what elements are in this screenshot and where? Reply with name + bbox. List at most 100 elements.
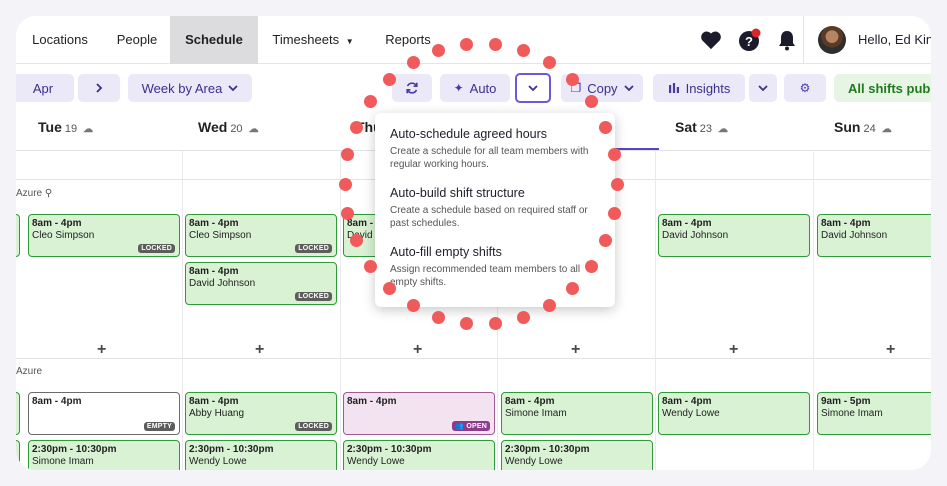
add-shift-button[interactable]: + xyxy=(571,341,581,358)
locked-badge: LOCKED xyxy=(295,292,332,301)
nav-reports[interactable]: Reports xyxy=(385,32,431,47)
shift-person: Wendy Lowe xyxy=(189,456,247,467)
gear-icon: ⚙ xyxy=(799,81,811,95)
shift-time: 8am - 4pm xyxy=(505,396,555,407)
menu-item-description: Assign recommended team members to all e… xyxy=(390,264,581,288)
day-name: Sun xyxy=(834,119,861,135)
highlight-dot xyxy=(350,120,364,134)
auto-options-dropdown-button[interactable] xyxy=(515,73,551,103)
add-shift-button[interactable]: + xyxy=(729,341,739,358)
shift-card[interactable]: 8am - 4pm 👥 OPEN xyxy=(343,392,495,435)
add-shift-button[interactable]: + xyxy=(255,341,265,358)
view-select[interactable]: Week by Area xyxy=(128,74,252,102)
shift-person: Wendy Lowe xyxy=(505,456,563,467)
nav-people[interactable]: People xyxy=(116,32,158,47)
menu-item-auto-build[interactable]: Auto-build shift structure Create a sche… xyxy=(390,186,605,230)
chevron-down-icon xyxy=(528,85,538,92)
publish-status-button[interactable]: All shifts published xyxy=(834,74,931,102)
shift-time: 2:30pm - 10:30pm xyxy=(347,444,432,455)
nav-locations[interactable]: Locations xyxy=(32,32,88,47)
day-number: 19 xyxy=(64,123,78,135)
shift-person: Cleo Simpson xyxy=(32,230,95,241)
empty-badge: EMPTY xyxy=(143,422,175,431)
menu-item-auto-fill[interactable]: Auto-fill empty shifts Assign recommende… xyxy=(390,245,605,289)
app-window: Locations People Schedule Timesheets ▼ R… xyxy=(16,16,931,470)
highlight-dot xyxy=(406,298,420,312)
cloud-icon: ☁ xyxy=(881,124,892,135)
next-week-button[interactable] xyxy=(78,74,120,102)
highlight-dot xyxy=(364,259,378,273)
area-label: Azure xyxy=(16,366,42,377)
date-range-button[interactable]: Apr xyxy=(16,74,74,102)
refresh-button[interactable] xyxy=(392,74,432,102)
auto-button[interactable]: ✦ Auto xyxy=(440,74,510,102)
add-shift-button[interactable]: + xyxy=(97,341,107,358)
shift-time: 8am - 4pm xyxy=(347,396,397,407)
nav-schedule[interactable]: Schedule xyxy=(170,16,258,64)
refresh-icon xyxy=(406,82,418,94)
user-greeting[interactable]: Hello, Ed King xyxy=(858,32,931,47)
shift-person: David Johnson xyxy=(821,230,888,241)
locked-badge: LOCKED xyxy=(138,244,175,253)
insights-button[interactable]: Insights xyxy=(653,74,745,102)
open-badge-label: OPEN xyxy=(466,423,487,430)
help-icon[interactable]: ? xyxy=(736,27,762,53)
highlight-dot xyxy=(607,148,621,162)
settings-button[interactable]: ⚙ xyxy=(784,74,826,102)
menu-item-auto-schedule[interactable]: Auto-schedule agreed hours Create a sche… xyxy=(390,127,605,171)
highlight-dot xyxy=(565,73,579,87)
nav-timesheets[interactable]: Timesheets ▼ xyxy=(260,16,366,64)
menu-item-description: Create a schedule for all team members w… xyxy=(390,146,589,170)
avatar[interactable] xyxy=(818,26,846,54)
bar-chart-icon xyxy=(668,83,679,93)
highlight-dot xyxy=(516,310,530,324)
highlight-dot xyxy=(383,73,397,87)
highlight-dot xyxy=(460,316,474,330)
add-shift-button[interactable]: + xyxy=(413,341,423,358)
open-badge: 👥 OPEN xyxy=(452,421,490,431)
shift-card[interactable] xyxy=(16,440,20,470)
shift-card[interactable] xyxy=(16,214,20,257)
top-nav: Locations People Schedule Timesheets ▼ R… xyxy=(16,16,931,64)
shift-person: Simone Imam xyxy=(821,408,883,419)
copy-label: Copy xyxy=(587,80,618,96)
caret-down-icon: ▼ xyxy=(345,37,354,46)
shift-time: 8am - 4pm xyxy=(347,218,397,229)
heart-icon[interactable] xyxy=(698,27,724,53)
highlight-dot xyxy=(460,38,474,52)
shift-person: Wendy Lowe xyxy=(662,408,720,419)
bell-icon[interactable] xyxy=(774,27,800,53)
highlight-dot xyxy=(565,281,579,295)
shift-person: Wendy Lowe xyxy=(347,456,405,467)
highlight-dot xyxy=(516,44,530,58)
view-label: Week by Area xyxy=(141,80,223,96)
insights-dropdown-button[interactable] xyxy=(749,74,777,102)
add-shift-button[interactable]: + xyxy=(886,341,896,358)
shift-time: 8am - 4pm xyxy=(189,266,239,277)
locked-badge: LOCKED xyxy=(295,244,332,253)
nav-divider xyxy=(803,16,804,64)
auto-options-menu: Auto-schedule agreed hours Create a sche… xyxy=(375,113,615,307)
shift-time: 8am - 4pm xyxy=(32,396,82,407)
grid-line xyxy=(813,150,814,470)
shift-card[interactable] xyxy=(16,392,20,435)
chevron-down-icon xyxy=(623,85,634,92)
highlight-dot xyxy=(341,148,355,162)
